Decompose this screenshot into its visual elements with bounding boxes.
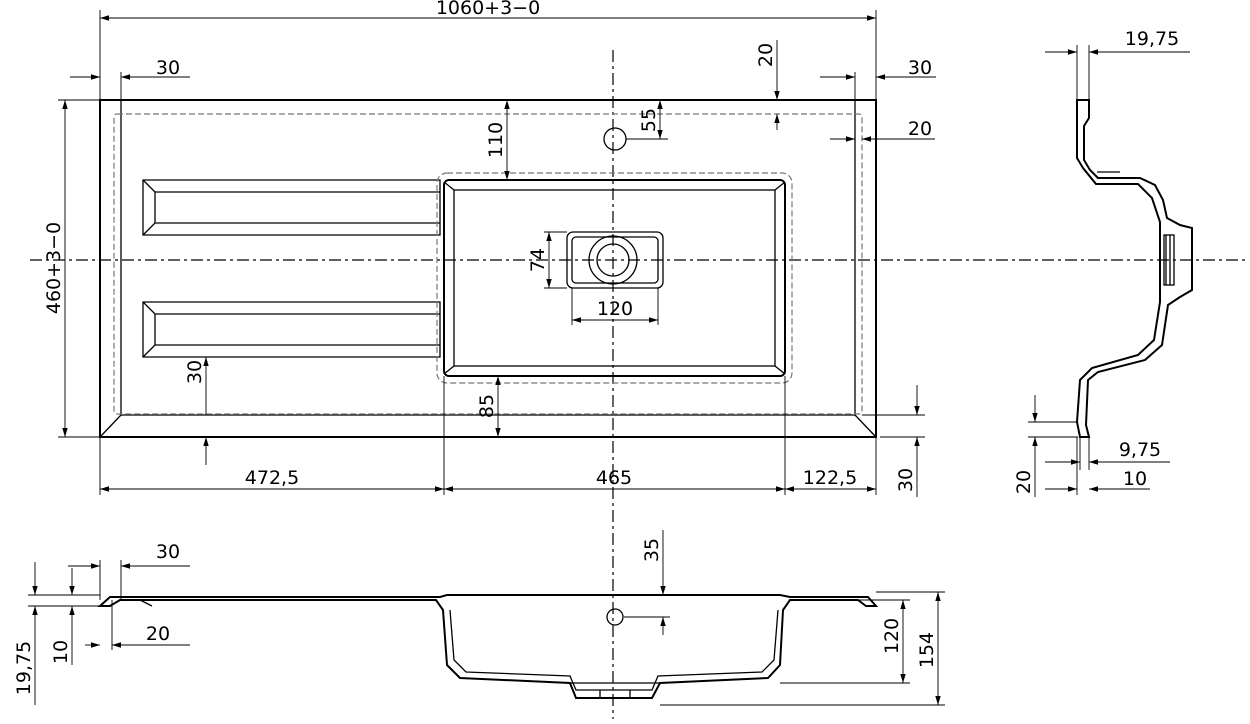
dim-side-offset: 20: [1013, 470, 1035, 494]
dim-bowl-from-back: 110: [485, 122, 507, 158]
sink-outline: [99, 99, 877, 438]
bowl-hidden-rim: [436, 172, 793, 384]
side-view: 19,75 9,75 10 20: [1013, 28, 1193, 497]
dim-right-section: 122,5: [803, 467, 857, 489]
dim-overall-width: 1060+3−0: [436, 0, 540, 19]
waste-housing: [566, 231, 664, 289]
dim-right-inner: 20: [908, 118, 932, 140]
dim-sec-total-height: 154: [916, 632, 938, 668]
dim-drainer-width: 472,5: [245, 467, 299, 489]
bowl-floor: [453, 189, 776, 367]
dim-side-top-thickness: 19,75: [1125, 28, 1179, 50]
drainer-groove-2: [142, 301, 441, 358]
dim-tap-offset: 55: [638, 108, 660, 132]
section-profile: [97, 594, 879, 699]
dim-sec-bowl-depth: 120: [881, 618, 903, 654]
dim-sec-inner: 20: [146, 623, 170, 645]
bowl-outline: [443, 179, 786, 377]
dim-side-base: 10: [1123, 468, 1147, 490]
top-view: 1060+3−0 30 30 20 55 20 110 74: [30, 0, 1245, 719]
rim-inner-line: [120, 100, 856, 416]
hidden-edge: [113, 113, 863, 415]
dim-sec-tap-depth: 35: [641, 538, 663, 562]
dim-waste-width: 120: [597, 298, 633, 320]
dim-right-rim: 30: [908, 57, 932, 79]
dim-left-rim: 30: [156, 57, 180, 79]
dim-overall-depth: 460+3−0: [43, 222, 65, 314]
side-profile: [1075, 99, 1193, 438]
section-tap-hole: [606, 608, 624, 626]
dim-bowl-width: 465: [596, 467, 632, 489]
dim-waste-depth: 74: [527, 248, 549, 272]
dim-top-gap: 20: [755, 43, 777, 67]
dim-side-lip: 9,75: [1119, 439, 1161, 461]
dim-sec-overall-thickness: 19,75: [13, 641, 35, 695]
dim-front-rim: 30: [895, 468, 917, 492]
dim-bowl-front-gap: 85: [476, 394, 498, 418]
dim-sec-left-rim: 30: [156, 541, 180, 563]
section-view: 30 35 20 10 19,75 120 154: [13, 530, 945, 706]
tap-hole: [603, 127, 627, 151]
dim-sec-thickness: 10: [50, 640, 72, 664]
drainer-groove-1: [142, 179, 441, 236]
side-waste: [1163, 234, 1175, 286]
waste-outlet: [588, 235, 638, 285]
dim-drain-rib-offset: 30: [184, 360, 206, 384]
